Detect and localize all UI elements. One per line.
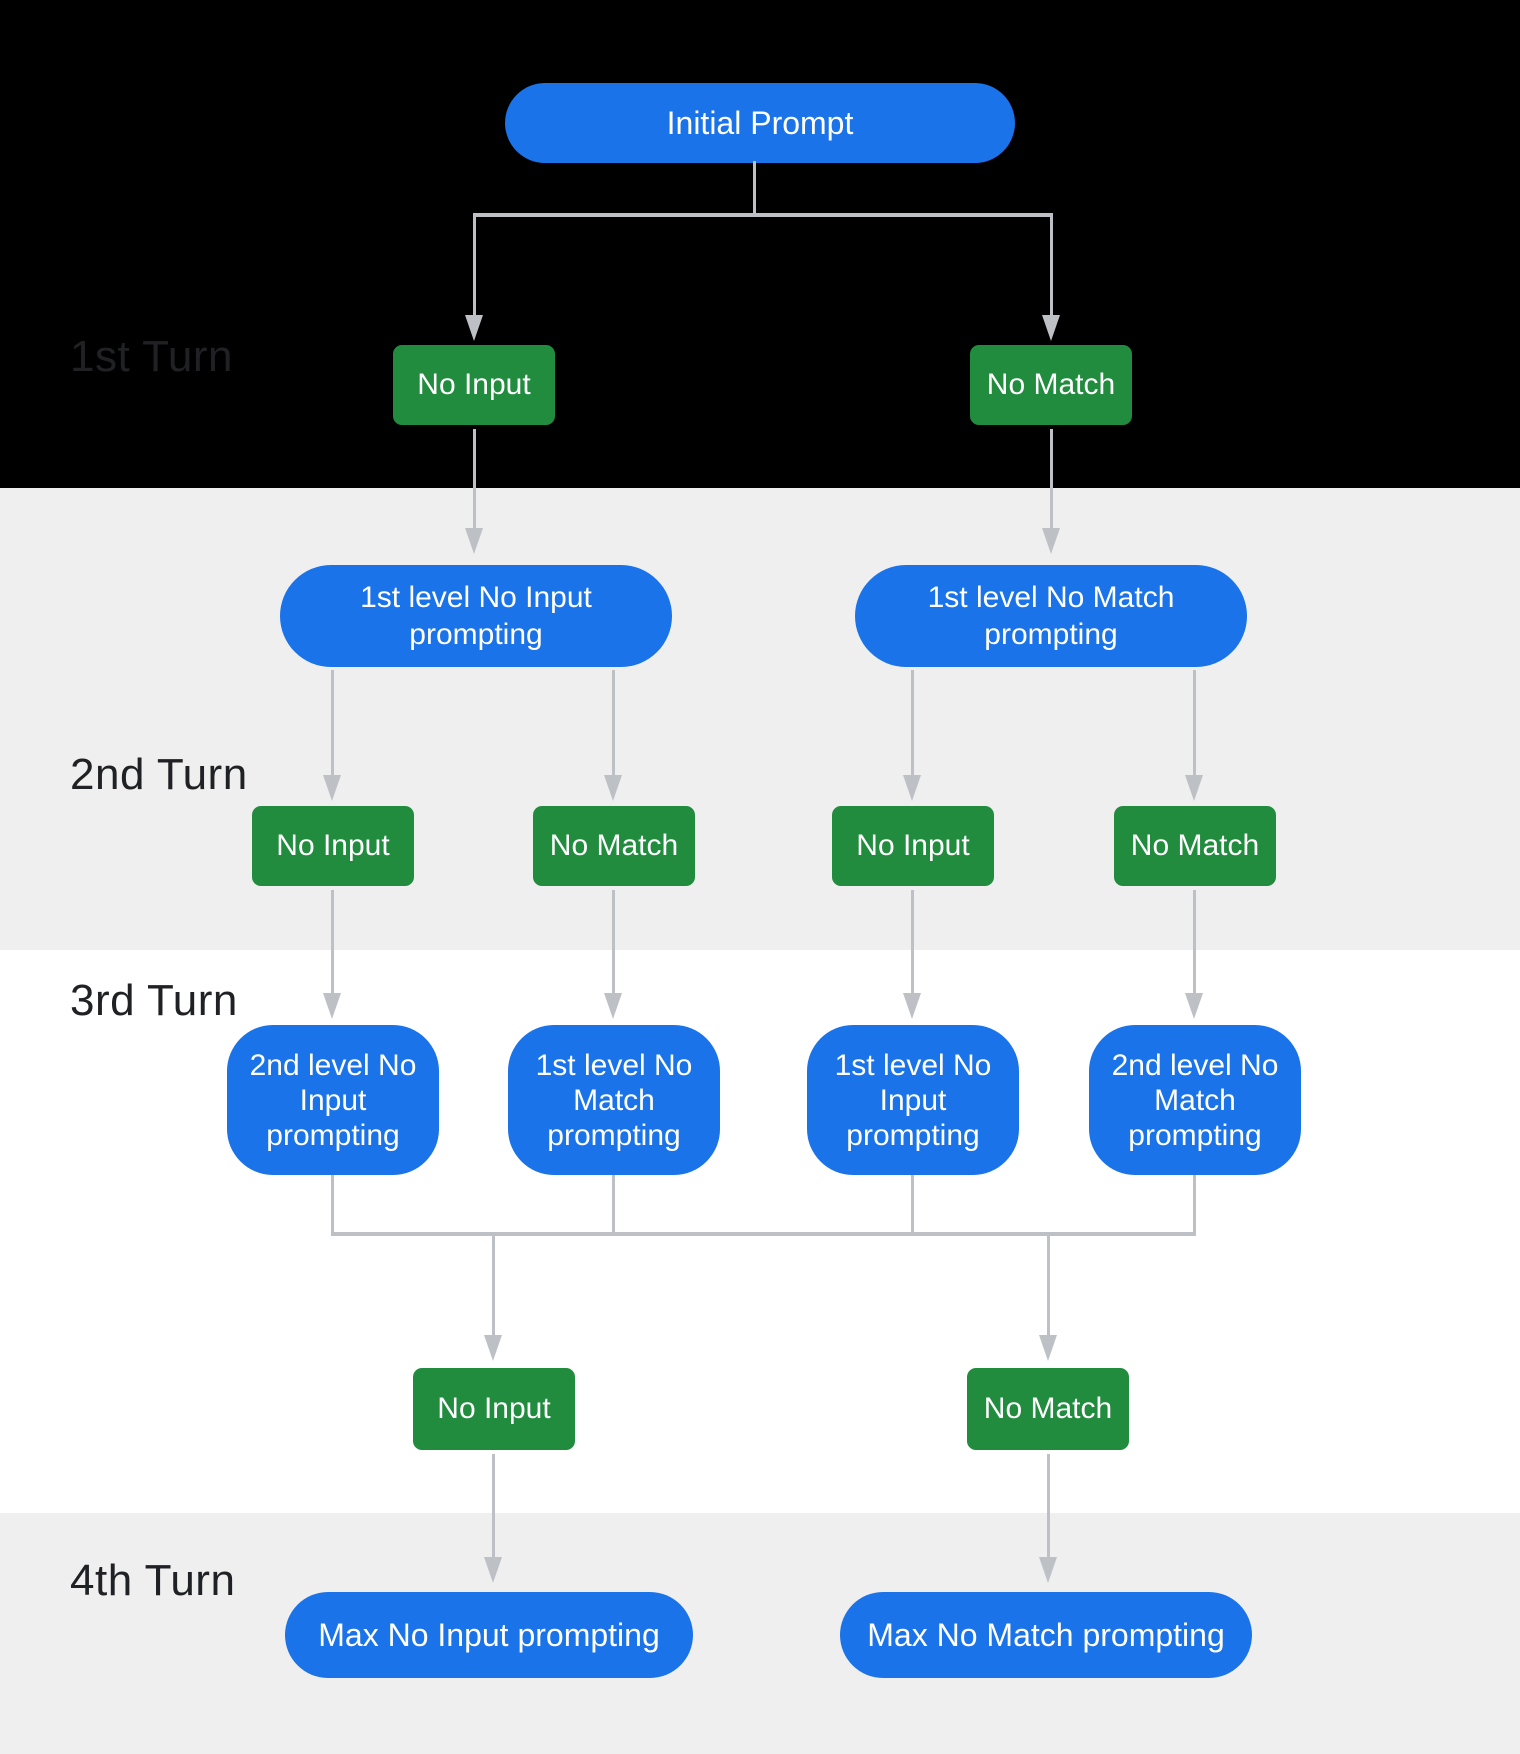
arrow-down-icon [903,993,921,1019]
arrow-down-icon [1042,528,1060,554]
turn2-no-match-node-1: No Match [533,806,695,886]
arrow-down-icon [465,528,483,554]
turn1-no-match-node: No Match [970,345,1132,425]
arrow-down-icon [1042,315,1060,341]
arrow-down-icon [1185,993,1203,1019]
turn1-no-input-node: No Input [393,345,555,425]
connector-line [331,1175,334,1235]
connector-line [331,670,334,776]
connector-line [1193,1175,1196,1235]
arrow-down-icon [1039,1557,1057,1583]
max-no-match-prompting-node: Max No Match prompting [840,1592,1252,1678]
level1-no-input-prompting-node: 1st level No Input prompting [280,565,672,667]
arrow-down-icon [465,315,483,341]
band-turn-1 [0,0,1520,488]
level1-no-match-prompting-node: 1st level No Match prompting [855,565,1247,667]
turn2-no-input-node-1: No Input [252,806,414,886]
connector-line [1047,1454,1050,1558]
level1b-no-match-prompting-node: 1st level No Match prompting [508,1025,720,1175]
arrow-down-icon [484,1335,502,1361]
connector-line [492,1236,495,1336]
connector-line [492,1454,495,1558]
connector-line [1047,1236,1050,1336]
connector-line [1050,429,1053,529]
connector-line [911,890,914,994]
level2-no-match-prompting-node: 2nd level No Match prompting [1089,1025,1301,1175]
turn2-no-match-node-2: No Match [1114,806,1276,886]
arrow-down-icon [604,993,622,1019]
connector-line [911,1175,914,1235]
connector-merge-line [331,1232,1196,1236]
connector-line [753,161,756,215]
connector-line [612,670,615,776]
level1b-no-input-prompting-node: 1st level No Input prompting [807,1025,1019,1175]
level2-no-input-prompting-node: 2nd level No Input prompting [227,1025,439,1175]
arrow-down-icon [903,775,921,801]
turn3-no-match-node: No Match [967,1368,1129,1450]
turn2-no-input-node-2: No Input [832,806,994,886]
initial-prompt-node: Initial Prompt [505,83,1015,163]
connector-line [612,890,615,994]
arrow-down-icon [1185,775,1203,801]
arrow-down-icon [1039,1335,1057,1361]
arrow-down-icon [323,993,341,1019]
max-no-input-prompting-node: Max No Input prompting [285,1592,693,1678]
turn3-no-input-node: No Input [413,1368,575,1450]
connector-line [473,213,476,317]
connector-line [1193,890,1196,994]
connector-line [1193,670,1196,776]
turn-label-1: 1st Turn [70,332,233,381]
arrow-down-icon [484,1557,502,1583]
arrow-down-icon [604,775,622,801]
connector-line [473,429,476,529]
turn-label-4: 4th Turn [70,1556,236,1605]
arrow-down-icon [323,775,341,801]
band-turn-4 [0,1513,1520,1754]
turn-label-3: 3rd Turn [70,976,238,1025]
band-turn-2 [0,488,1520,950]
connector-line [911,670,914,776]
connector-line [612,1175,615,1235]
connector-line [1050,213,1053,317]
connector-line [331,890,334,994]
connector-line [473,213,1053,217]
turn-label-2: 2nd Turn [70,750,248,799]
